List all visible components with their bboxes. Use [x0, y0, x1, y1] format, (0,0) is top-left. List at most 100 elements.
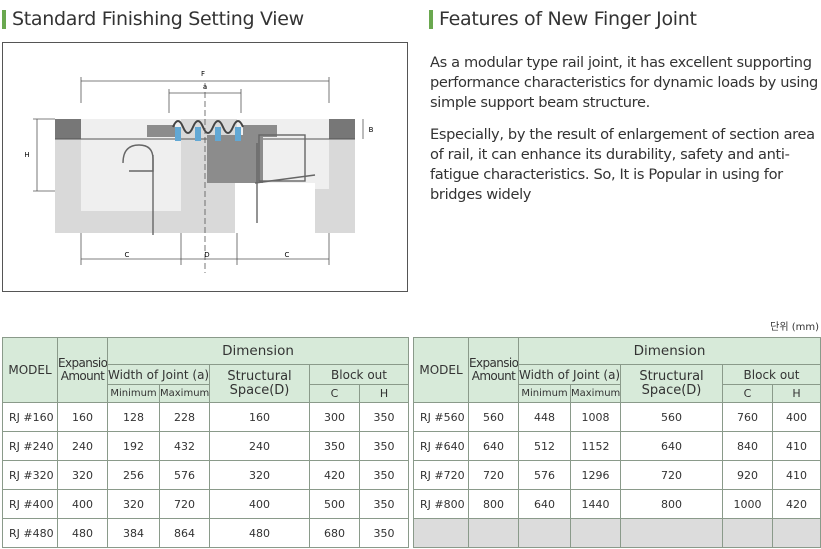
cell-model: RJ #800: [413, 489, 469, 519]
asphalt-left: [55, 119, 81, 139]
table-row: RJ #560 560 448 1008 560 760 400: [413, 402, 821, 432]
table-row: RJ #720 720 576 1296 720 920 410: [413, 460, 821, 490]
spec-table-right: MODEL Expansion Amount Dimension Width o…: [413, 337, 821, 548]
table-row: RJ #240 240 192 432 240 350 350: [2, 431, 410, 461]
cell-c: 840: [722, 431, 773, 461]
cell-expansion: 320: [57, 460, 108, 490]
cell-model: RJ #480: [2, 518, 58, 548]
section-title-text: Standard Finishing Setting View: [12, 8, 304, 30]
table-row: RJ #160 160 128 228 160 300 350: [2, 402, 410, 432]
table-row: RJ #480 480 384 864 480 680 350: [2, 518, 410, 548]
cell-c: 350: [309, 431, 360, 461]
cell-expansion: 640: [468, 431, 519, 461]
dim-label-c-right: C: [285, 251, 290, 259]
cell-h: 400: [771, 402, 821, 432]
cell-maximum: 720: [159, 489, 210, 519]
header-blockout: Block out: [308, 364, 410, 385]
finger-block: [175, 127, 181, 141]
cell-model: RJ #640: [413, 431, 469, 461]
header-model: MODEL: [413, 337, 469, 403]
cell-minimum: 640: [518, 489, 571, 519]
cell-structural: 800: [620, 489, 723, 519]
cell-minimum: 128: [107, 402, 160, 432]
cell-c: 920: [722, 460, 773, 490]
cell-maximum: 864: [159, 518, 210, 548]
section-title-features: Features of New Finger Joint: [429, 8, 697, 30]
cell-minimum: 192: [107, 431, 160, 461]
dim-label-c-left: C: [125, 251, 130, 259]
cell-h: 350: [358, 460, 410, 490]
cell-structural: 320: [209, 460, 310, 490]
cell-empty: [413, 518, 469, 548]
cell-c: 680: [309, 518, 360, 548]
header-blockout: Block out: [721, 364, 821, 385]
unit-note: 단위 (mm): [770, 322, 819, 333]
cell-structural: 560: [620, 402, 723, 432]
cell-h: 350: [358, 402, 410, 432]
cell-minimum: 320: [107, 489, 160, 519]
cell-expansion: 240: [57, 431, 108, 461]
cell-expansion: 720: [468, 460, 519, 490]
cell-structural: 240: [209, 431, 310, 461]
cell-h: 410: [771, 431, 821, 461]
finger-block: [235, 127, 241, 141]
header-c: C: [309, 384, 360, 403]
dim-label-b: B: [369, 126, 374, 134]
cell-expansion: 160: [57, 402, 108, 432]
header-minimum: Minimum: [107, 384, 160, 403]
header-model: MODEL: [2, 337, 58, 403]
cell-h: 350: [358, 518, 410, 548]
header-minimum: Minimum: [518, 384, 571, 403]
header-maximum: Maximum: [159, 384, 210, 403]
cell-structural: 400: [209, 489, 310, 519]
header-structural: Structural Space(D): [209, 364, 310, 403]
cell-minimum: 512: [518, 431, 571, 461]
header-expansion: Expansion Amount: [57, 337, 108, 403]
header-maximum: Maximum: [570, 384, 621, 403]
cell-expansion: 400: [57, 489, 108, 519]
cell-structural: 720: [620, 460, 723, 490]
cell-model: RJ #400: [2, 489, 58, 519]
section-title-setting-view: Standard Finishing Setting View: [2, 8, 304, 30]
cell-empty: [722, 518, 773, 548]
anchor-box: [258, 134, 306, 182]
finishing-setting-drawing: F a B H C D C: [2, 42, 408, 292]
cell-c: 760: [722, 402, 773, 432]
header-expansion: Expansion Amount: [468, 337, 519, 403]
feature-paragraph-2: Especially, by the result of enlargement…: [430, 126, 815, 203]
cell-structural: 480: [209, 518, 310, 548]
table-row: RJ #320 320 256 576 320 420 350: [2, 460, 410, 490]
finger-block: [195, 127, 201, 141]
cell-c: 300: [309, 402, 360, 432]
cell-empty: [771, 518, 821, 548]
plate-left: [147, 125, 175, 137]
table-row-empty: [413, 518, 821, 548]
support-beam: [207, 135, 263, 183]
cell-model: RJ #320: [2, 460, 58, 490]
cell-structural: 160: [209, 402, 310, 432]
cell-c: 500: [309, 489, 360, 519]
cell-empty: [570, 518, 621, 548]
cell-minimum: 384: [107, 518, 160, 548]
cell-maximum: 1440: [570, 489, 621, 519]
cell-c: 1000: [722, 489, 773, 519]
plate-right: [243, 125, 277, 137]
section-title-text: Features of New Finger Joint: [439, 8, 697, 30]
cell-h: 350: [358, 489, 410, 519]
asphalt-right: [329, 119, 355, 139]
header-h: H: [358, 384, 410, 403]
cell-c: 420: [309, 460, 360, 490]
feature-paragraph-1: As a modular type rail joint, it has exc…: [430, 54, 818, 111]
anchor-diagonal: [254, 174, 316, 184]
table-row: RJ #400 400 320 720 400 500 350: [2, 489, 410, 519]
title-accent-bar: [2, 9, 6, 29]
cell-expansion: 800: [468, 489, 519, 519]
cell-model: RJ #240: [2, 431, 58, 461]
cell-maximum: 1152: [570, 431, 621, 461]
cell-model: RJ #720: [413, 460, 469, 490]
table-row: RJ #800 800 640 1440 800 1000 420: [413, 489, 821, 519]
joint-cross-section-diagram: F a B H C D C: [24, 70, 374, 273]
cell-minimum: 576: [518, 460, 571, 490]
cell-maximum: 576: [159, 460, 210, 490]
title-accent-bar: [429, 9, 433, 29]
